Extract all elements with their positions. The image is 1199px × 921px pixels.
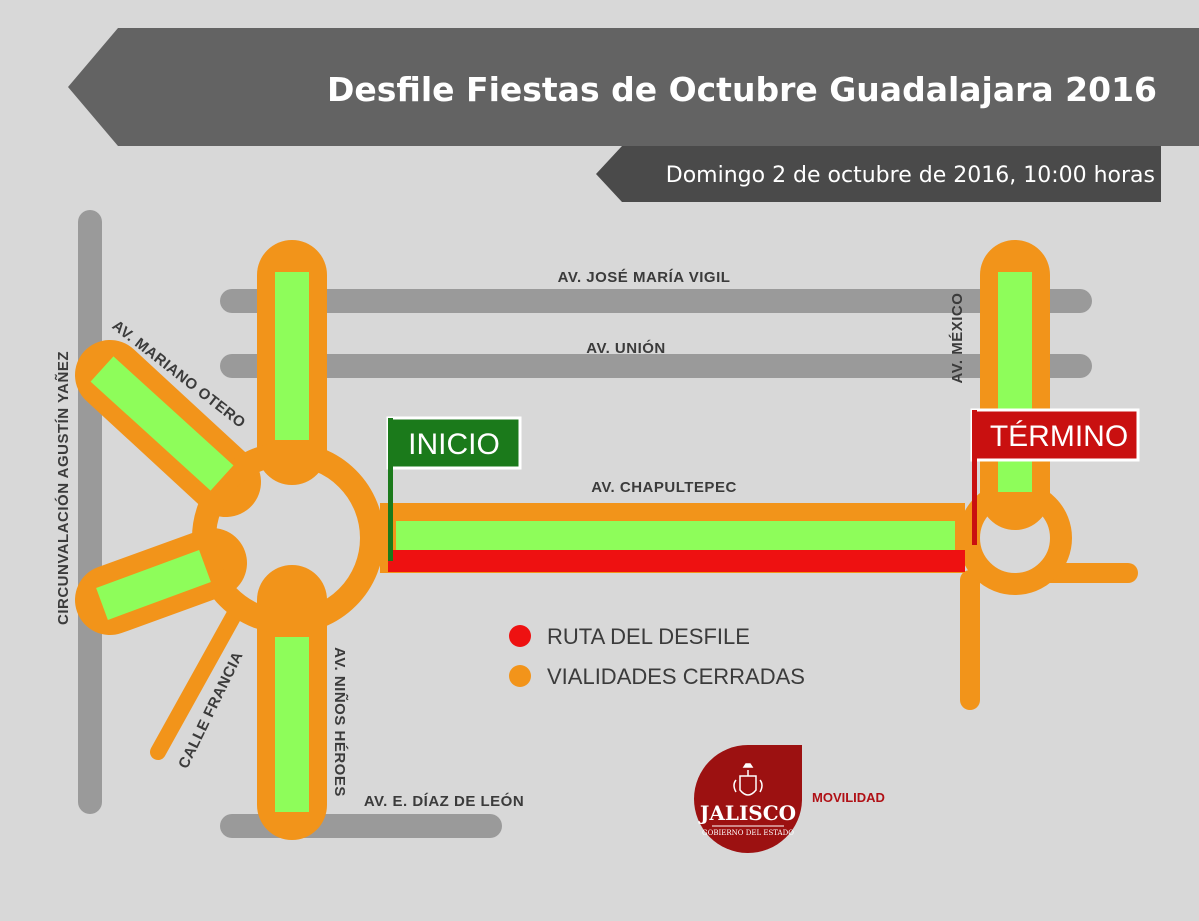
- inicio-flag: [386, 416, 522, 470]
- label-ninos-heroes: AV. NIÑOS HÉROES: [331, 647, 349, 797]
- termino-label: TÉRMINO: [990, 420, 1128, 453]
- logo-department: MOVILIDAD: [812, 790, 885, 805]
- logo-name: JALISCO: [698, 801, 796, 825]
- subtitle-banner: [596, 146, 1161, 202]
- label-circunvalacion: CIRCUNVALACIÓN AGUSTÍN YAÑEZ: [54, 351, 72, 625]
- legend-swatch-closed: [509, 665, 531, 687]
- label-mexico: AV. MÉXICO: [949, 293, 966, 384]
- inicio-marker: INICIO: [386, 416, 522, 561]
- label-union: AV. UNIÓN: [586, 339, 666, 357]
- jalisco-logo: JALISCO GOBIERNO DEL ESTADO MOVILIDAD: [694, 745, 885, 853]
- label-chapultepec: AV. CHAPULTEPEC: [591, 479, 737, 496]
- logo-tagline: GOBIERNO DEL ESTADO: [702, 829, 794, 837]
- inicio-label: INICIO: [408, 428, 500, 461]
- legend: RUTA DEL DESFILE VIALIDADES CERRADAS: [509, 624, 805, 689]
- termino-flag: [970, 408, 1140, 462]
- legend-swatch-route: [509, 625, 531, 647]
- lane-west-arm: [96, 550, 211, 620]
- roundabout-west: [192, 442, 384, 634]
- termino-marker: TÉRMINO: [970, 408, 1140, 545]
- coat-of-arms-icon: [733, 763, 763, 796]
- lane-mariano-otero: [90, 356, 234, 491]
- legend-label-route: RUTA DEL DESFILE: [547, 624, 750, 649]
- label-vigil: AV. JOSÉ MARÍA VIGIL: [558, 269, 731, 286]
- legend-label-closed: VIALIDADES CERRADAS: [547, 664, 805, 689]
- termino-pole: [972, 410, 977, 545]
- title-banner: [68, 28, 1199, 146]
- page-subtitle: Domingo 2 de octubre de 2016, 10:00 hora…: [666, 163, 1155, 188]
- page-title: Desfile Fiestas de Octubre Guadalajara 2…: [327, 70, 1157, 109]
- inicio-pole: [388, 418, 393, 561]
- label-diaz-de-leon: AV. E. DÍAZ DE LEÓN: [364, 792, 524, 810]
- road-calle-francia: [150, 600, 246, 760]
